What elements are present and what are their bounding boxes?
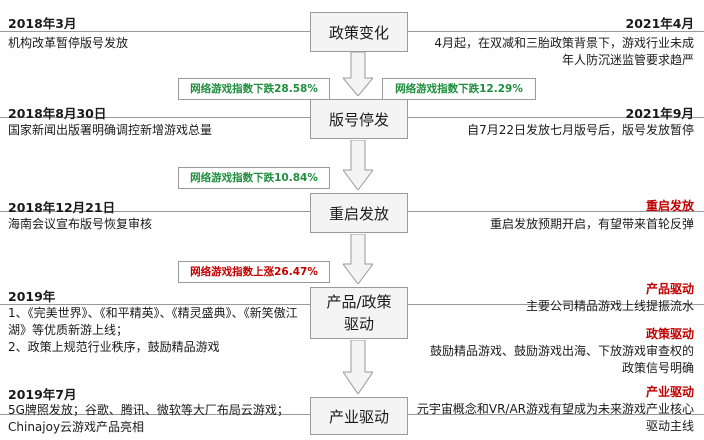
stage-restart-label: 重启发放 [328,204,389,223]
right-text-4: 主要公司精品游戏上线提振流水 [525,299,694,313]
left-text-4: 1、《完美世界》、《和平精英》、《精灵盛典》、《新笑傲江湖》等优质新游上线； 2… [8,306,298,354]
left-date-5: 2019年7月 [8,387,77,402]
stage-industry-label: 产业驱动 [328,407,389,426]
left-date-3: 2018年12月21日 [8,200,116,215]
right-tag-industry: 产业驱动 [645,385,694,399]
left-text-1: 机构改革暂停版号发放 [8,36,129,50]
stage-policy-change: 政策变化 [310,12,408,52]
divider-2-left [0,117,310,118]
stage-restart: 重启发放 [310,193,408,233]
stage-industry: 产业驱动 [310,397,408,435]
left-date-2: 2018年8月30日 [8,106,107,121]
stage-policy-change-label: 政策变化 [328,23,389,42]
right-date-2: 2021年9月 [625,106,695,121]
left-date-4: 2019年 [8,289,56,304]
index-badge-rise: 网络游戏指数上涨26.47% [178,261,330,283]
stage-license-halt-label: 版号停发 [328,110,389,129]
right-text-2: 自7月22日发放七月版号后，版号发放暂停 [467,123,694,137]
index-badge-drop-2: 网络游戏指数下跌12.29% [382,78,536,100]
divider-5-left [0,414,310,415]
down-arrow-icon [343,52,373,96]
divider-2-right [406,117,704,118]
right-text-3: 重启发放预期开启，有望带来首轮反弹 [489,217,694,231]
stage-product-policy-label: 产品/政策 驱动 [326,293,392,333]
index-badge-drop-1: 网络游戏指数下跌28.58% [178,78,330,100]
down-arrow-icon [343,140,373,190]
stage-license-halt: 版号停发 [310,99,408,139]
down-arrow-icon [343,234,373,284]
right-tag-restart: 重启发放 [645,199,694,213]
left-text-3: 海南会议宣布版号恢复审核 [8,217,153,231]
right-text-6: 元宇宙概念和VR/AR游戏有望成为未来游戏产业核心驱动主线 [416,402,694,433]
right-tag-product: 产品驱动 [645,282,694,296]
divider-3-left [0,211,310,212]
right-text-1: 4月起，在双减和三胎政策背景下，游戏行业未成年人防沉迷监管要求趋严 [434,36,694,67]
divider-1-right [406,31,704,32]
divider-3-right [406,211,704,212]
left-date-1: 2018年3月 [8,16,77,31]
right-text-5: 鼓励精品游戏、鼓励游戏出海、下放游戏审查权的政策信号明确 [429,344,694,375]
left-text-5: 5G牌照发放；谷歌、腾讯、微软等大厂布局云游戏；Chinajoy云游戏产品亮相 [8,403,289,434]
right-tag-policy: 政策驱动 [645,327,694,341]
divider-1-left [0,31,310,32]
right-date-1: 2021年4月 [625,16,695,31]
divider-4-right [406,304,704,305]
index-badge-drop-3: 网络游戏指数下跌10.84% [178,167,330,189]
stage-product-policy: 产品/政策 驱动 [310,287,408,339]
left-text-2: 国家新闻出版署明确调控新增游戏总量 [8,123,213,137]
divider-4-left [0,304,310,305]
divider-5-right [406,414,704,415]
down-arrow-icon [343,340,373,394]
